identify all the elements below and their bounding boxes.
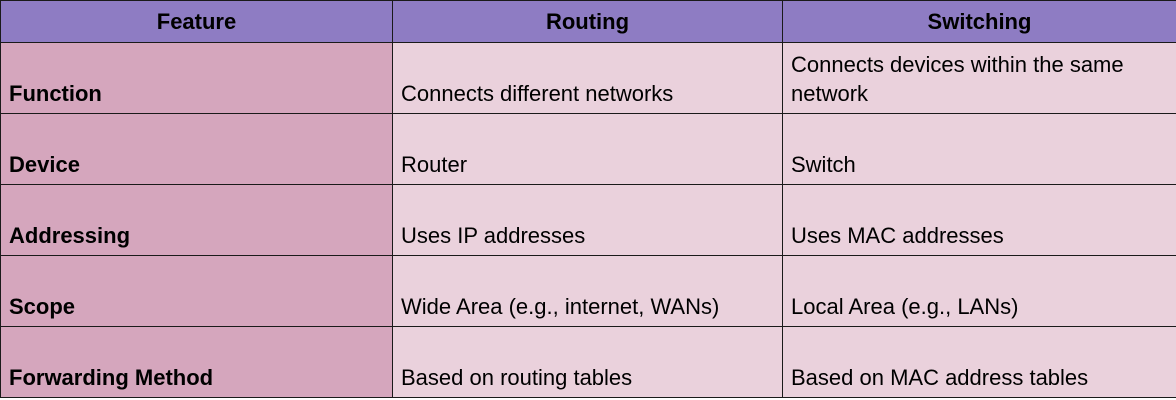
table-header-row: Feature Routing Switching — [0, 0, 1176, 43]
switching-cell: Local Area (e.g., LANs) — [782, 255, 1176, 327]
table-row: Function Connects different networks Con… — [0, 42, 1176, 114]
switching-cell: Connects devices within the same network — [782, 42, 1176, 114]
routing-cell: Connects different networks — [392, 42, 783, 114]
table-row: Scope Wide Area (e.g., internet, WANs) L… — [0, 255, 1176, 327]
routing-cell: Wide Area (e.g., internet, WANs) — [392, 255, 783, 327]
header-switching: Switching — [782, 0, 1176, 43]
header-routing: Routing — [392, 0, 783, 43]
feature-cell: Device — [0, 113, 393, 185]
table-row: Forwarding Method Based on routing table… — [0, 326, 1176, 398]
switching-cell: Uses MAC addresses — [782, 184, 1176, 256]
feature-cell: Addressing — [0, 184, 393, 256]
table-row: Device Router Switch — [0, 113, 1176, 185]
header-feature: Feature — [0, 0, 393, 43]
routing-cell: Uses IP addresses — [392, 184, 783, 256]
feature-cell: Forwarding Method — [0, 326, 393, 398]
routing-cell: Router — [392, 113, 783, 185]
switching-cell: Based on MAC address tables — [782, 326, 1176, 398]
routing-cell: Based on routing tables — [392, 326, 783, 398]
feature-cell: Function — [0, 42, 393, 114]
feature-cell: Scope — [0, 255, 393, 327]
switching-cell: Switch — [782, 113, 1176, 185]
table-row: Addressing Uses IP addresses Uses MAC ad… — [0, 184, 1176, 256]
